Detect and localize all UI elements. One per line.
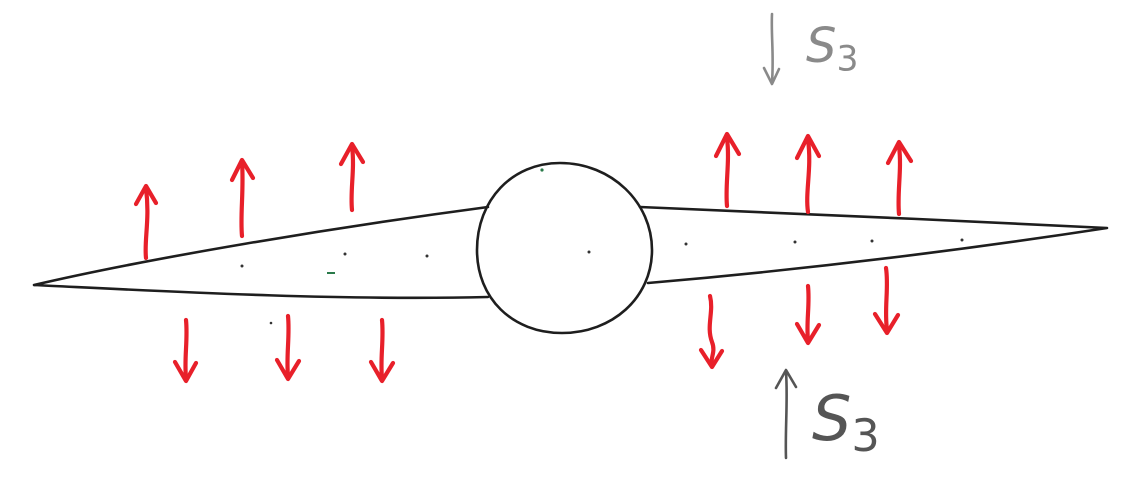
up-arrow [133, 183, 159, 261]
up-arrow [794, 133, 822, 215]
top-stress-symbol: S [806, 18, 837, 74]
down-arrow [172, 317, 199, 384]
top-stress-label: S3 [806, 22, 858, 77]
up-arrow [713, 131, 742, 209]
down-arrow [872, 265, 901, 336]
ink-specks [240, 168, 964, 325]
bottom-stress-symbol: S [812, 382, 852, 455]
upward-arrows [133, 131, 914, 261]
up-arrow [338, 141, 366, 213]
top-stress-subscript: 3 [836, 39, 859, 80]
up-arrow [885, 139, 914, 217]
left-crack-wing [32, 205, 490, 300]
right-crack-wing [638, 205, 1109, 285]
down-arrow [274, 313, 302, 382]
down-arrow [794, 283, 822, 346]
bottom-stress-label: S3 [812, 388, 880, 459]
stress-arrow-top [762, 12, 781, 86]
up-arrow [229, 157, 256, 239]
bottom-stress-subscript: 3 [851, 410, 880, 463]
central-circle [475, 161, 654, 335]
downward-arrows [172, 265, 901, 384]
down-arrow [368, 317, 396, 384]
down-arrow [698, 293, 725, 370]
stress-arrow-bottom [774, 368, 798, 460]
